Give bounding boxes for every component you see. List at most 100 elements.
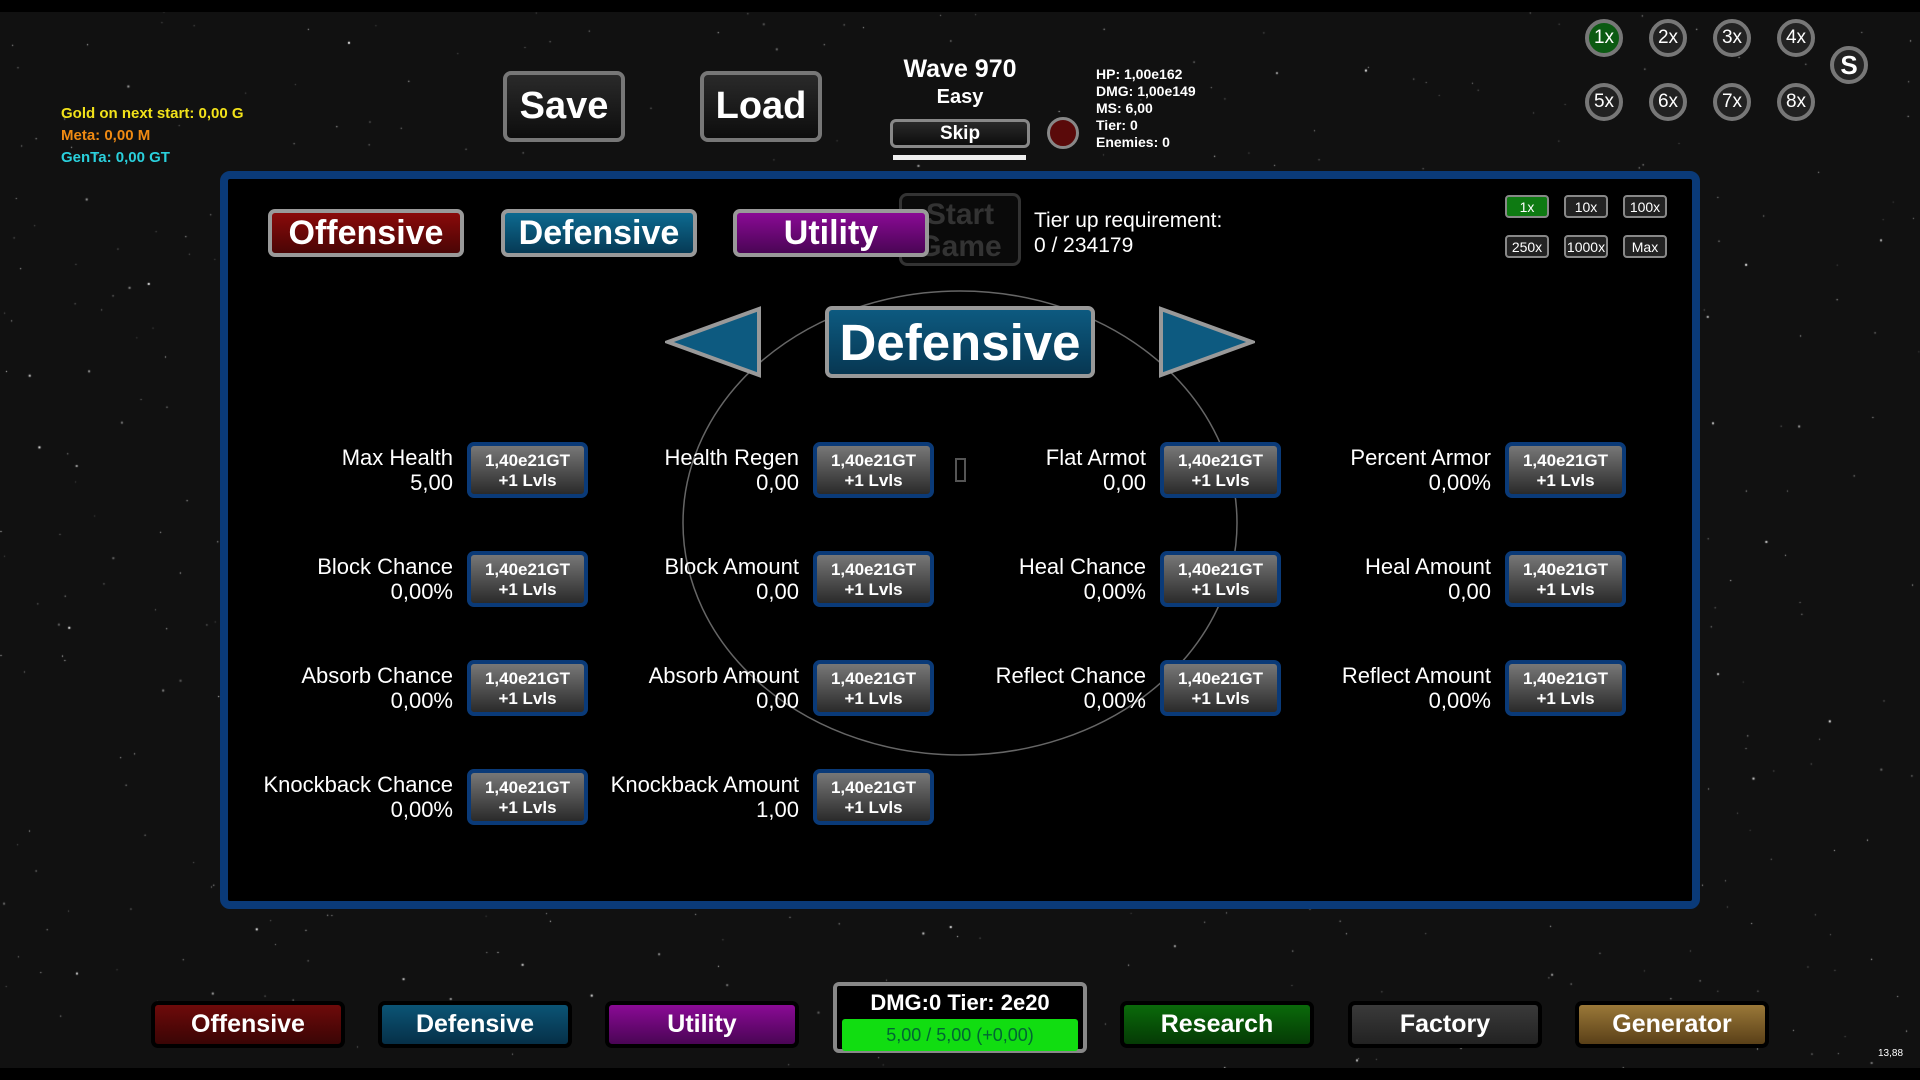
upgrade-buy-button[interactable]: 1,40e21GT+1 Lvls — [467, 551, 588, 607]
upgrade-name: Health Regen — [664, 445, 799, 470]
nav-factory-button[interactable]: Factory — [1348, 1001, 1542, 1048]
enemy-stat: Enemies: 0 — [1096, 134, 1170, 150]
start-game-button[interactable]: Start Game — [899, 193, 1021, 266]
nav-offensive-button[interactable]: Offensive — [151, 1001, 345, 1048]
upgrade-buy-button[interactable]: 1,40e21GT+1 Lvls — [1505, 442, 1626, 498]
upgrade-cost: 1,40e21GT — [1522, 560, 1609, 579]
upgrade-buy-button[interactable]: 1,40e21GT+1 Lvls — [1160, 551, 1281, 607]
tab-offensive[interactable]: Offensive — [268, 209, 464, 257]
upgrade-buy-button[interactable]: 1,40e21GT+1 Lvls — [813, 551, 934, 607]
multiplier-100x-button[interactable]: 100x — [1623, 195, 1667, 218]
previous-category-arrow-icon[interactable] — [665, 306, 762, 378]
upgrade-buy-button[interactable]: 1,40e21GT+1 Lvls — [467, 769, 588, 825]
upgrade-value: 0,00 — [1103, 470, 1146, 495]
load-button[interactable]: Load — [700, 71, 822, 142]
upgrade-value: 1,00 — [756, 797, 799, 822]
upgrade-cost: 1,40e21GT — [484, 560, 571, 579]
nav-research-button[interactable]: Research — [1120, 1001, 1314, 1048]
upgrade-levels: +1 Lvls — [1191, 689, 1250, 708]
enemy-stat: MS: 6,00 — [1096, 100, 1153, 116]
upgrade-name: Reflect Chance — [995, 663, 1146, 688]
speed-2x-button[interactable]: 2x — [1649, 19, 1687, 57]
upgrade-levels: +1 Lvls — [1536, 471, 1595, 490]
upgrade-levels: +1 Lvls — [498, 798, 557, 817]
upgrade-levels: +1 Lvls — [498, 471, 557, 490]
small-icon — [955, 458, 966, 482]
upgrade-value: 0,00% — [390, 797, 453, 822]
upgrade-value: 0,00 — [756, 470, 799, 495]
enemy-stat: HP: 1,00e162 — [1096, 66, 1183, 82]
upgrade-levels: +1 Lvls — [498, 689, 557, 708]
upgrade-levels: +1 Lvls — [844, 471, 903, 490]
nav-utility-button[interactable]: Utility — [605, 1001, 799, 1048]
multiplier-1000x-button[interactable]: 1000x — [1564, 235, 1608, 258]
upgrade-name: Reflect Amount — [1341, 663, 1491, 688]
upgrade-buy-button[interactable]: 1,40e21GT+1 Lvls — [813, 660, 934, 716]
upgrade-levels: +1 Lvls — [498, 580, 557, 599]
save-button[interactable]: Save — [503, 71, 625, 142]
upgrade-name: Absorb Amount — [648, 663, 799, 688]
upgrade-buy-button[interactable]: 1,40e21GT+1 Lvls — [1160, 442, 1281, 498]
upgrade-value: 0,00% — [1428, 470, 1491, 495]
upgrade-levels: +1 Lvls — [844, 798, 903, 817]
speed-8x-button[interactable]: 8x — [1777, 83, 1815, 121]
upgrade-cost: 1,40e21GT — [1177, 669, 1264, 688]
upgrade-buy-button[interactable]: 1,40e21GT+1 Lvls — [1505, 660, 1626, 716]
tab-utility[interactable]: Utility — [733, 209, 929, 257]
tier-up-value: 0 / 234179 — [1034, 234, 1134, 257]
record-button[interactable] — [1047, 117, 1079, 149]
enemy-stat: Tier: 0 — [1096, 117, 1138, 133]
player-health-bar: 5,00 / 5,00 (+0,00) — [842, 1019, 1078, 1051]
upgrade-value: 0,00% — [1428, 688, 1491, 713]
upgrade-buy-button[interactable]: 1,40e21GT+1 Lvls — [1505, 551, 1626, 607]
tab-defensive[interactable]: Defensive — [501, 209, 697, 257]
multiplier-Max-button[interactable]: Max — [1623, 235, 1667, 258]
upgrade-buy-button[interactable]: 1,40e21GT+1 Lvls — [467, 660, 588, 716]
upgrade-value: 5,00 — [410, 470, 453, 495]
next-category-arrow-icon[interactable] — [1158, 306, 1255, 378]
speed-3x-button[interactable]: 3x — [1713, 19, 1751, 57]
speed-4x-button[interactable]: 4x — [1777, 19, 1815, 57]
nav-generator-button[interactable]: Generator — [1575, 1001, 1769, 1048]
nav-defensive-button[interactable]: Defensive — [378, 1001, 572, 1048]
multiplier-1x-button[interactable]: 1x — [1505, 195, 1549, 218]
upgrade-value: 0,00 — [1448, 579, 1491, 604]
skip-button[interactable]: Skip — [890, 119, 1030, 148]
upgrade-value: 0,00 — [756, 688, 799, 713]
upgrade-value: 0,00 — [756, 579, 799, 604]
upgrade-name: Block Chance — [317, 554, 453, 579]
upgrade-buy-button[interactable]: 1,40e21GT+1 Lvls — [1160, 660, 1281, 716]
speed-7x-button[interactable]: 7x — [1713, 83, 1751, 121]
speed-6x-button[interactable]: 6x — [1649, 83, 1687, 121]
upgrade-value: 0,00% — [1083, 688, 1146, 713]
speed-1x-button[interactable]: 1x — [1585, 19, 1623, 57]
upgrade-name: Max Health — [341, 445, 453, 470]
speed-s-button[interactable]: S — [1830, 46, 1868, 84]
multiplier-10x-button[interactable]: 10x — [1564, 195, 1608, 218]
upgrade-buy-button[interactable]: 1,40e21GT+1 Lvls — [813, 769, 934, 825]
upgrade-buy-button[interactable]: 1,40e21GT+1 Lvls — [813, 442, 934, 498]
upgrade-buy-button[interactable]: 1,40e21GT+1 Lvls — [467, 442, 588, 498]
speed-5x-button[interactable]: 5x — [1585, 83, 1623, 121]
upgrade-levels: +1 Lvls — [844, 689, 903, 708]
wave-progress-bar — [893, 155, 1026, 160]
player-summary: DMG:0 Tier: 2e20 — [870, 990, 1050, 1015]
bottom-bar — [0, 1068, 1920, 1080]
multiplier-250x-button[interactable]: 250x — [1505, 235, 1549, 258]
upgrade-cost: 1,40e21GT — [484, 451, 571, 470]
upgrade-cost: 1,40e21GT — [830, 778, 917, 797]
upgrade-cost: 1,40e21GT — [484, 778, 571, 797]
meta-currency: Meta: 0,00 M — [61, 127, 151, 144]
fps-counter: 13,88 — [1878, 1048, 1904, 1059]
upgrade-name: Percent Armor — [1350, 445, 1491, 470]
